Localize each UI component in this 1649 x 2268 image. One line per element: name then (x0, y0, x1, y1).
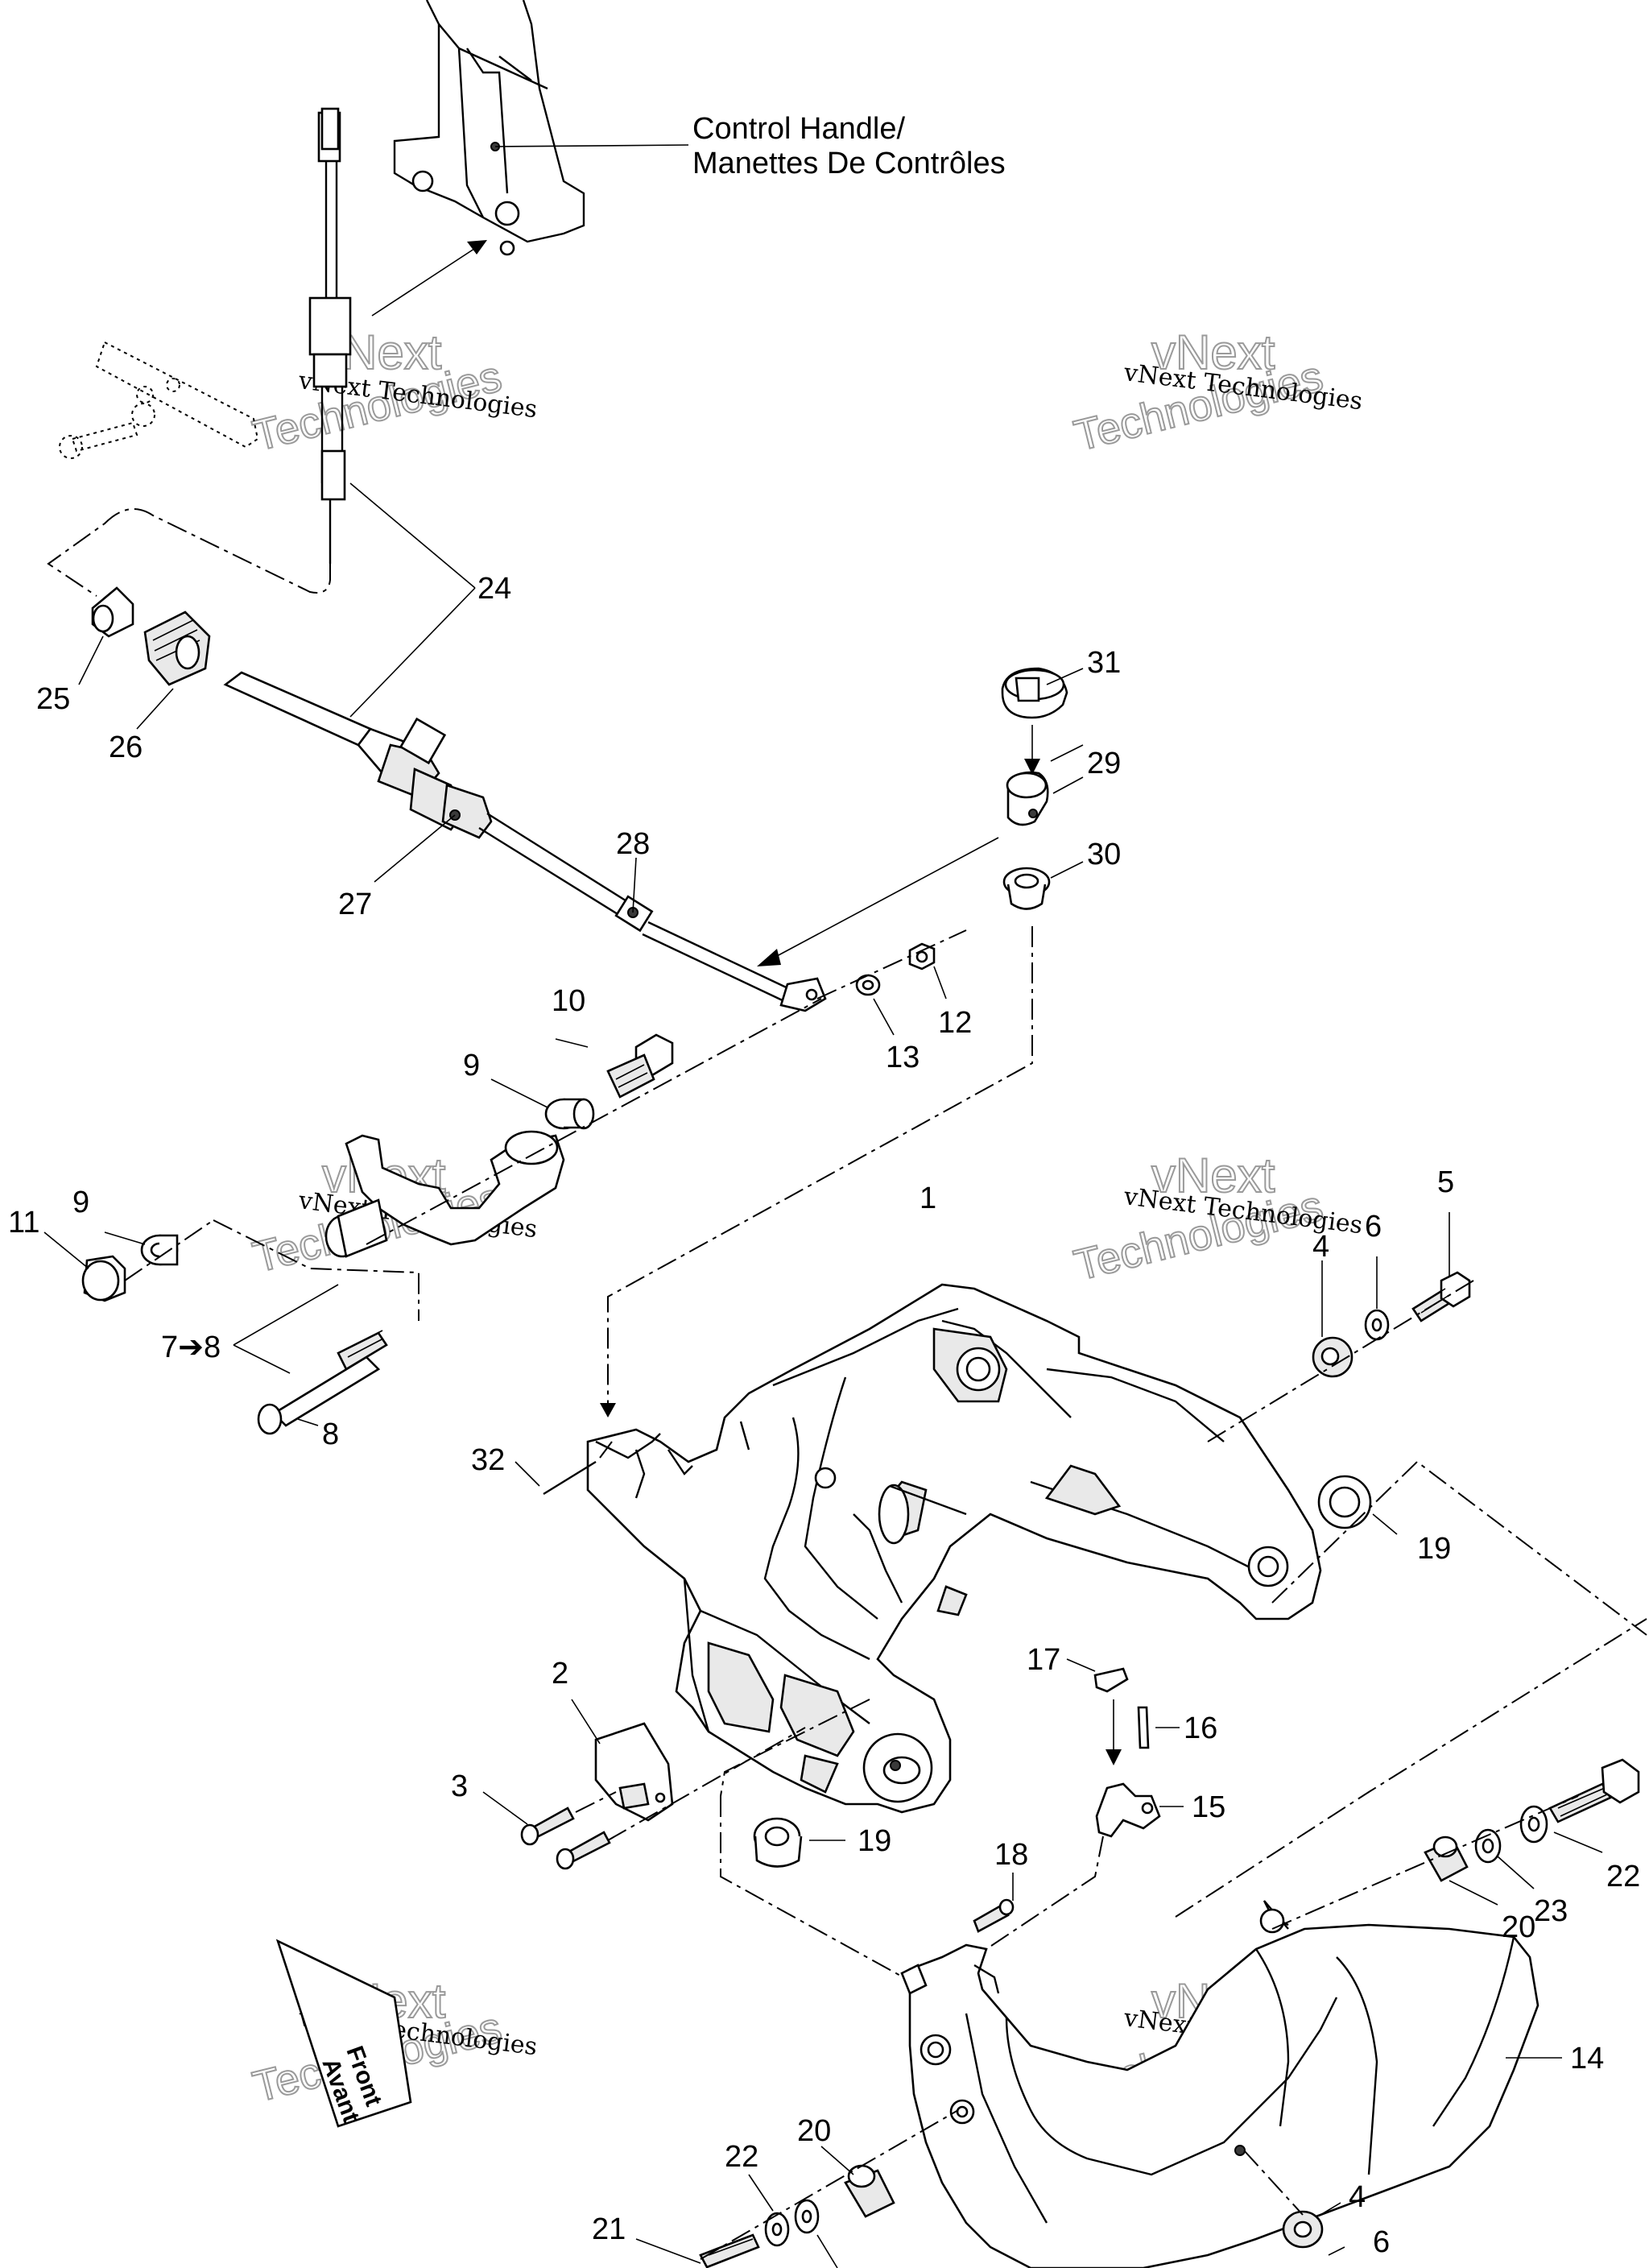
bushing-4-upper (1312, 1336, 1354, 1378)
bushing-19-lower (753, 1817, 803, 1868)
cable-nut-25 (91, 586, 134, 638)
screw-3 (520, 1807, 611, 1870)
bolt-5 (1411, 1271, 1471, 1322)
label-29: 29 (1087, 747, 1121, 780)
label-14: 14 (1570, 2042, 1604, 2076)
bushing-9-upper (544, 1098, 595, 1130)
label-9-lower: 9 (72, 1186, 89, 1219)
callout-line-2: Manettes De Contrôles (692, 147, 1006, 180)
clip-17 (1093, 1667, 1129, 1693)
plate-2 (594, 1722, 674, 1822)
label-5: 5 (1437, 1165, 1454, 1199)
bushing-9-lower (140, 1234, 179, 1266)
label-23: 23 (1534, 1894, 1568, 1928)
washer-6-upper (1364, 1309, 1390, 1341)
washer-22-lower (764, 2212, 790, 2247)
label-19-lower: 19 (858, 1824, 891, 1858)
watermark-1: vNext Technologies vNext Technologies (247, 325, 539, 461)
pin-16 (1137, 1706, 1150, 1749)
label-6-upper: 6 (1365, 1210, 1382, 1244)
label-28: 28 (616, 827, 650, 861)
label-16: 16 (1184, 1711, 1217, 1745)
bolt-21 (699, 2233, 760, 2268)
sleeve-20-lower (844, 2164, 895, 2218)
label-22-lower: 22 (725, 2140, 758, 2174)
washer-6-lower-left (794, 2199, 820, 2234)
swivel-bracket (586, 1283, 1322, 1814)
svg-text:vNext: vNext (1151, 1148, 1275, 1202)
label-26: 26 (109, 730, 143, 764)
lower-housing-14 (900, 1900, 1539, 2268)
watermark-4: vNext Technologies vNext Technologies (1068, 1148, 1364, 1291)
pivot-pin-8 (257, 1330, 388, 1435)
watermark-2: vNext Technologies vNext Technologies (1068, 325, 1364, 461)
label-31: 31 (1087, 646, 1121, 680)
label-3: 3 (451, 1769, 468, 1803)
label-17: 17 (1027, 1643, 1060, 1677)
label-8: 8 (322, 1418, 339, 1451)
label-10: 10 (552, 984, 585, 1018)
ghost-bracket (59, 341, 259, 459)
bushing-4-lower (1282, 2210, 1324, 2249)
label-27: 27 (338, 888, 372, 921)
bushing-30 (1002, 867, 1051, 910)
label-20-right: 20 (1502, 1910, 1535, 1944)
plug-11 (81, 1255, 126, 1302)
label-6-lower: 6 (1373, 2225, 1390, 2259)
shift-lever-7 (324, 1130, 565, 1258)
label-32: 32 (471, 1443, 505, 1477)
label-18: 18 (994, 1838, 1028, 1872)
label-1: 1 (920, 1182, 936, 1215)
bushing-19-upper (1317, 1475, 1372, 1529)
bolt-22-right (1548, 1758, 1640, 1823)
shift-cable (47, 107, 827, 1012)
label-11: 11 (8, 1206, 39, 1240)
sleeve-20-right (1424, 1836, 1469, 1882)
arrow-to-handle (371, 245, 480, 317)
label-21: 21 (592, 2212, 626, 2246)
label-2: 2 (552, 1657, 568, 1691)
label-19-upper: 19 (1417, 1532, 1451, 1566)
label-25: 25 (36, 682, 70, 716)
label-22-right: 22 (1606, 1860, 1640, 1893)
label-24: 24 (477, 572, 511, 606)
part-labels: 24 25 26 27 28 31 29 30 12 13 10 9 9 11 … (8, 572, 1640, 2259)
control-handle (393, 0, 689, 256)
label-30: 30 (1087, 838, 1121, 871)
pin-31 (1001, 667, 1068, 719)
label-12: 12 (938, 1006, 972, 1040)
lock-15 (1095, 1782, 1161, 1838)
label-9-upper: 9 (463, 1049, 480, 1082)
label-20-lower: 20 (797, 2114, 831, 2148)
screw-18 (973, 1898, 1015, 1933)
label-4-upper: 4 (1312, 1230, 1329, 1264)
washer-22-right (1519, 1805, 1548, 1844)
pin-29 (1006, 771, 1049, 826)
screw-10 (606, 1033, 674, 1099)
threaded-fitting-26 (143, 610, 211, 686)
label-4-lower: 4 (1349, 2180, 1366, 2214)
label-13: 13 (886, 1041, 920, 1074)
label-7-to-8: 7➔8 (161, 1331, 221, 1364)
label-15: 15 (1192, 1790, 1225, 1824)
callout-line-1: Control Handle/ (692, 112, 905, 146)
svg-text:vNext: vNext (1151, 325, 1275, 379)
nut-12 (908, 942, 936, 971)
